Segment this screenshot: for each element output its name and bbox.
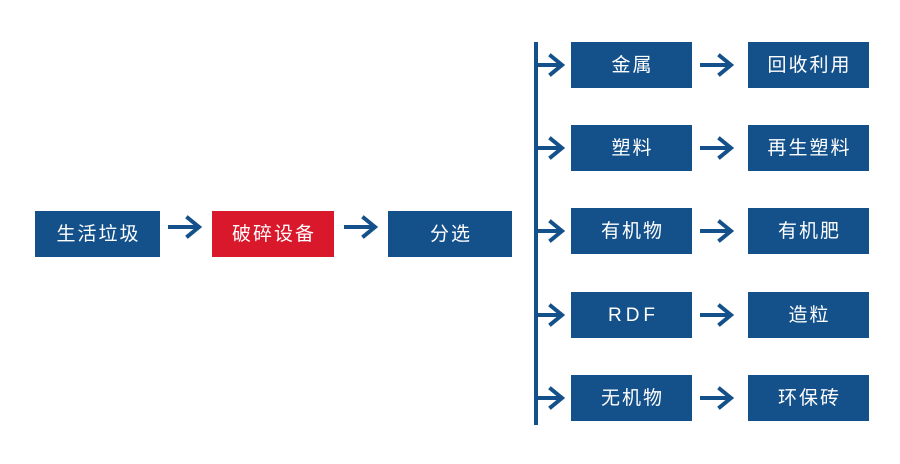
node-fraction-inorganic-label: 无机物 (600, 387, 664, 409)
node-fraction-rdf[interactable]: RDF (571, 292, 692, 338)
node-product-inorganic[interactable]: 环保砖 (748, 375, 869, 421)
node-product-organic[interactable]: 有机肥 (748, 208, 869, 254)
node-fraction-organic[interactable]: 有机物 (571, 208, 692, 254)
node-fraction-organic-label: 有机物 (600, 220, 664, 242)
node-fraction-inorganic[interactable]: 无机物 (571, 375, 692, 421)
node-sorting-label: 分选 (429, 223, 472, 245)
node-fraction-plastic-label: 塑料 (611, 137, 654, 159)
node-input[interactable]: 生活垃圾 (35, 211, 160, 257)
node-product-rdf-label: 造粒 (788, 304, 831, 326)
arrow-inorganic-to-product (700, 383, 740, 413)
arrow-rdf-to-product (700, 300, 740, 330)
node-product-plastic[interactable]: 再生塑料 (748, 125, 869, 171)
node-product-metal-label: 回收利用 (767, 54, 852, 76)
node-fraction-metal[interactable]: 金属 (571, 42, 692, 88)
branch-arrow-rdf (536, 300, 570, 330)
node-sorting[interactable]: 分选 (388, 211, 512, 257)
branch-arrow-organic (536, 216, 570, 246)
node-crusher[interactable]: 破碎设备 (212, 211, 334, 257)
branch-arrow-metal (536, 50, 570, 80)
branch-arrow-plastic (536, 133, 570, 163)
node-product-metal[interactable]: 回收利用 (748, 42, 869, 88)
node-crusher-label: 破碎设备 (231, 223, 316, 245)
arrow-crusher-to-sorting (344, 212, 384, 242)
node-fraction-plastic[interactable]: 塑料 (571, 125, 692, 171)
arrow-input-to-crusher (168, 212, 208, 242)
arrow-organic-to-product (700, 216, 740, 246)
branch-spine-connector (534, 42, 538, 425)
node-product-inorganic-label: 环保砖 (777, 387, 841, 409)
node-product-organic-label: 有机肥 (777, 220, 841, 242)
arrow-plastic-to-product (700, 133, 740, 163)
node-fraction-rdf-label: RDF (607, 304, 660, 326)
arrow-metal-to-product (700, 50, 740, 80)
node-input-label: 生活垃圾 (56, 223, 141, 245)
node-product-plastic-label: 再生塑料 (767, 137, 852, 159)
branch-arrow-inorganic (536, 383, 570, 413)
node-product-rdf[interactable]: 造粒 (748, 292, 869, 338)
node-fraction-metal-label: 金属 (611, 54, 654, 76)
